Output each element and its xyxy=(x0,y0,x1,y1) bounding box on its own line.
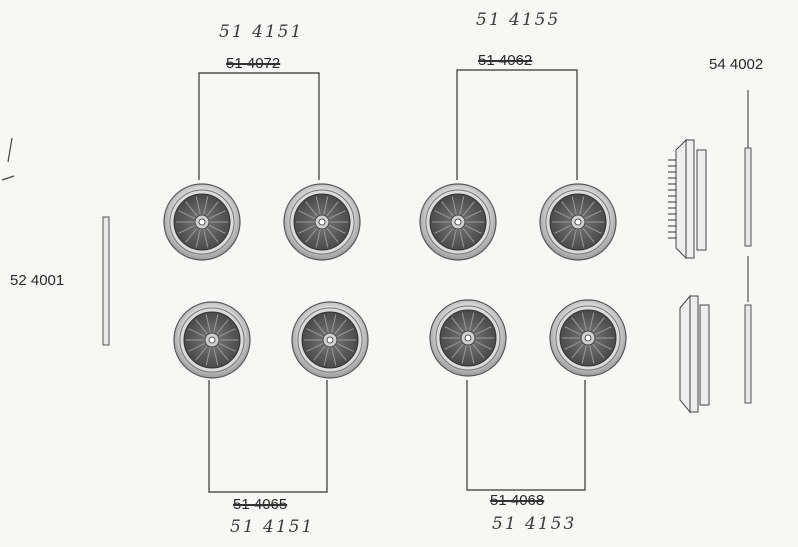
wheel-bottom-right-1 xyxy=(429,299,507,377)
margin-mark xyxy=(1,137,15,181)
label-bottom-left-printed: 51 4065 xyxy=(233,496,288,513)
handwritten-top-right: 51 4155 xyxy=(476,10,561,30)
handwritten-bottom-left: 51 4151 xyxy=(230,517,315,537)
wheel-bottom-left-1 xyxy=(173,301,251,379)
label-top-right-printed: 51 4062 xyxy=(478,52,533,69)
bracket-top-right xyxy=(456,69,578,180)
wheels xyxy=(163,183,627,379)
label-bottom-right-printed: 51 4068 xyxy=(490,492,545,509)
wheel-top-left-2 xyxy=(283,183,361,261)
wheel-top-right-1 xyxy=(419,183,497,261)
label-right-rod: 54 4002 xyxy=(709,56,764,73)
handwritten-bottom-right: 51 4153 xyxy=(492,514,577,534)
left-rod xyxy=(102,216,110,346)
wheel-bottom-left-2 xyxy=(291,301,369,379)
label-left-rod: 52 4001 xyxy=(10,272,65,289)
bracket-bottom-left xyxy=(208,380,328,493)
gear-part-top xyxy=(668,138,707,260)
wheel-top-right-2 xyxy=(539,183,617,261)
handwritten-top-left: 51 4151 xyxy=(219,22,304,42)
label-top-left-printed: 51 4072 xyxy=(226,55,281,72)
right-rod xyxy=(744,90,752,404)
wheel-top-left-1 xyxy=(163,183,241,261)
wheel-bottom-right-2 xyxy=(549,299,627,377)
bracket-top-left xyxy=(198,72,320,180)
bracket-bottom-right xyxy=(466,380,586,491)
gear-part-bottom xyxy=(679,294,710,414)
